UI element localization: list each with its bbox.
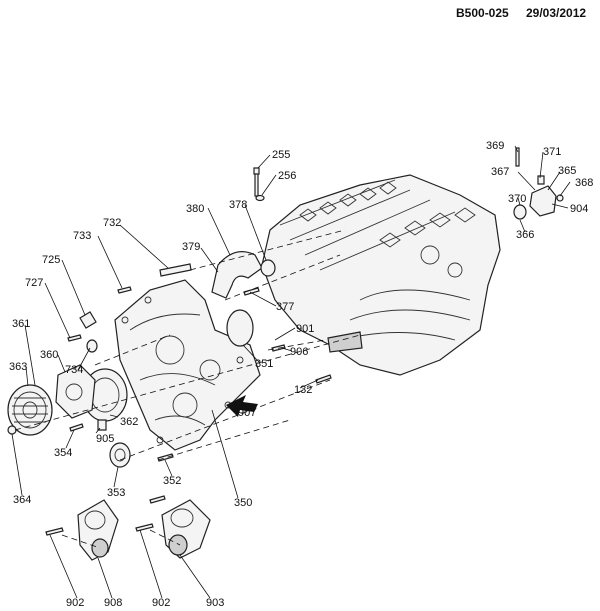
callout-905: 905 xyxy=(96,433,114,445)
alignment-line xyxy=(149,529,181,546)
timing-cover xyxy=(114,279,261,451)
callout-360: 360 xyxy=(40,349,58,361)
callout-255: 255 xyxy=(272,149,290,161)
harmonic-balancer xyxy=(7,384,53,436)
callout-354: 354 xyxy=(54,447,72,459)
stud-bolt xyxy=(253,167,260,197)
callout-352: 352 xyxy=(163,475,181,487)
callout-364: 364 xyxy=(13,494,31,506)
callout-733: 733 xyxy=(73,230,91,242)
callout-366: 366 xyxy=(516,229,534,241)
callout-377: 377 xyxy=(276,301,294,313)
callout-368: 368 xyxy=(575,177,593,189)
cover-bolt-lower xyxy=(149,495,166,504)
callout-363: 363 xyxy=(9,361,27,373)
callout-256: 256 xyxy=(278,170,296,182)
callout-380: 380 xyxy=(186,203,204,215)
reference-code: B500-025 xyxy=(456,6,509,20)
bracket-bolt xyxy=(67,334,82,342)
alignment-line xyxy=(224,254,341,301)
front-direction-arrow xyxy=(226,395,258,417)
revision-date: 29/03/2012 xyxy=(526,6,586,20)
belt-tensioner-left xyxy=(77,499,119,561)
callout-labels: 255 256 369 371 367 365 368 370 904 366 … xyxy=(9,140,593,609)
alignment-line xyxy=(94,334,171,366)
cover-bolt-upper xyxy=(157,453,174,462)
callout-350: 350 xyxy=(234,497,252,509)
callout-351: 351 xyxy=(255,358,273,370)
seal-sleeve xyxy=(97,419,107,431)
leader-lines xyxy=(11,145,571,599)
engine-block xyxy=(261,174,501,376)
balancer-bolt xyxy=(7,425,17,435)
callout-725: 725 xyxy=(42,254,60,266)
water-pump-gasket xyxy=(226,309,254,347)
callout-901: 901 xyxy=(296,323,314,335)
o-ring-seal xyxy=(260,259,276,277)
callout-902-right: 902 xyxy=(152,597,170,609)
belt-tensioner-right xyxy=(161,499,211,559)
callout-132: 132 xyxy=(294,384,312,396)
callout-907: 907 xyxy=(238,407,256,419)
pump-bolt xyxy=(69,423,84,432)
callout-365: 365 xyxy=(558,165,576,177)
callout-362: 362 xyxy=(120,416,138,428)
alignment-line xyxy=(61,534,101,549)
crank-pin xyxy=(315,374,332,384)
callout-369: 369 xyxy=(486,140,504,152)
callout-734: 734 xyxy=(65,364,83,376)
tensioner-bolt-right xyxy=(135,523,154,532)
sensor-assembly xyxy=(513,147,564,220)
alignment-line xyxy=(119,379,331,461)
callout-902-left: 902 xyxy=(66,597,84,609)
callout-370: 370 xyxy=(508,193,526,205)
callout-353: 353 xyxy=(107,487,125,499)
callout-906: 906 xyxy=(290,346,308,358)
sensor-tube xyxy=(159,263,192,277)
alignment-line xyxy=(157,419,291,461)
callout-904: 904 xyxy=(570,203,588,215)
alignment-line xyxy=(189,229,346,271)
callout-361: 361 xyxy=(12,318,30,330)
coolant-elbow xyxy=(211,251,263,299)
callout-727: 727 xyxy=(25,277,43,289)
washer xyxy=(255,194,265,202)
sensor-bolt xyxy=(117,286,132,294)
callout-378: 378 xyxy=(229,199,247,211)
sensor-bracket xyxy=(79,311,97,329)
tensioner-bolt-left xyxy=(45,527,64,536)
water-pump-pulley-hub xyxy=(55,364,96,419)
callout-732: 732 xyxy=(103,217,121,229)
callout-908: 908 xyxy=(104,597,122,609)
callout-903: 903 xyxy=(206,597,224,609)
callout-379: 379 xyxy=(182,241,200,253)
callout-371: 371 xyxy=(543,146,561,158)
callout-367: 367 xyxy=(491,166,509,178)
crank-front-seal xyxy=(109,442,131,468)
